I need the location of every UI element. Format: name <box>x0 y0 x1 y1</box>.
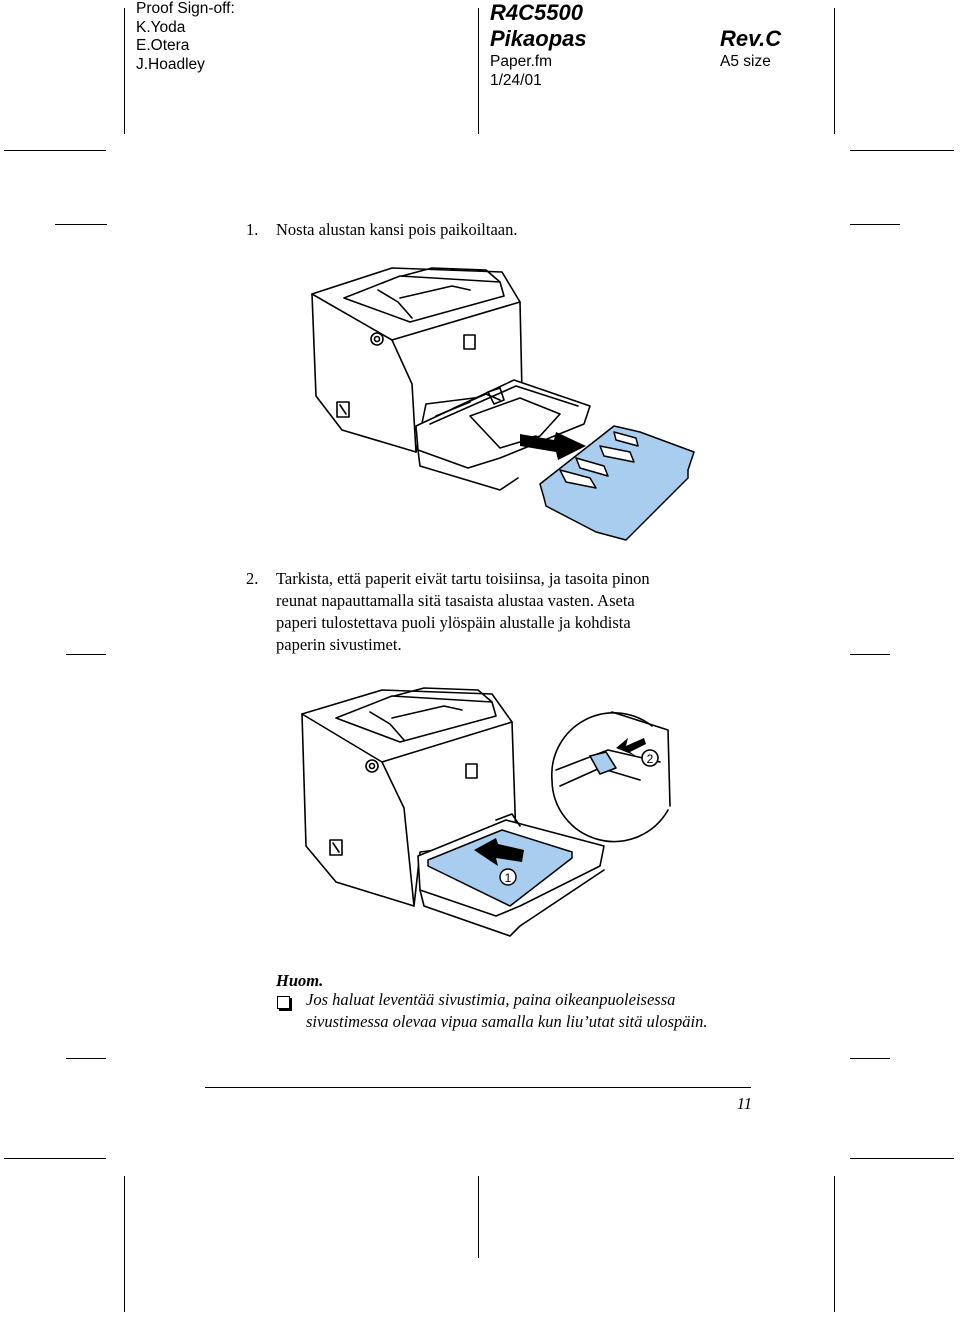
page-number: 11 <box>736 1094 752 1113</box>
crop-mark <box>850 224 900 225</box>
crop-mark <box>4 150 106 151</box>
page-size: A5 size <box>720 53 771 70</box>
proof-line: E.Otera <box>136 37 190 54</box>
step-text-line: reunat napauttamalla sitä tasaista alust… <box>276 591 635 610</box>
guide-name: Pikaopas <box>490 26 587 51</box>
model-name: R4C5500 <box>490 0 583 25</box>
crop-mark <box>834 1176 835 1312</box>
header-revision-block: Rev.C A5 size <box>720 0 781 71</box>
step-text-line: Tarkista, että paperit eivät tartu toisi… <box>276 569 650 588</box>
crop-mark <box>478 1176 479 1258</box>
crop-mark <box>124 1176 125 1312</box>
step-text-line: paperi tulostettava puoli ylöspäin alust… <box>276 613 631 632</box>
crop-mark <box>66 1058 106 1059</box>
callout-1-icon <box>499 868 517 886</box>
step-text-line: paperin sivustimet. <box>276 635 402 654</box>
step-text: Tarkista, että paperit eivät tartu toisi… <box>276 568 746 656</box>
proof-line: Proof Sign-off: <box>136 0 235 17</box>
step-number: 2. <box>246 569 259 588</box>
header-title-block: R4C5500 Pikaopas Paper.fm 1/24/01 <box>490 0 587 90</box>
crop-mark <box>850 1058 890 1059</box>
crop-mark <box>124 8 125 134</box>
crop-mark <box>850 654 890 655</box>
file-name: Paper.fm <box>490 53 553 70</box>
note-line: sivustimessa olevaa vipua samalla kun li… <box>306 1012 708 1031</box>
revision: Rev.C <box>720 26 782 51</box>
crop-mark <box>478 8 479 134</box>
arrow-pull-icon <box>520 432 586 460</box>
checkbox-bullet-icon <box>277 996 290 1009</box>
proof-line: J.Hoadley <box>136 55 205 73</box>
crop-mark <box>850 1158 954 1159</box>
note-line: Jos haluat leventää sivustimia, paina oi… <box>306 990 676 1009</box>
arrow-slide-icon <box>616 738 646 756</box>
crop-mark <box>66 654 106 655</box>
footer-rule <box>205 1087 751 1088</box>
step-text: Nosta alustan kansi pois paikoiltaan. <box>276 220 518 239</box>
crop-mark <box>4 1158 106 1159</box>
arrow-insert-icon <box>474 838 524 866</box>
callout-1-label: 1 <box>505 871 512 885</box>
crop-mark <box>55 224 107 225</box>
step-number: 1. <box>246 220 259 239</box>
proof-line: K.Yoda <box>136 18 186 36</box>
doc-date: 1/24/01 <box>490 72 542 89</box>
crop-mark <box>834 8 835 134</box>
callout-2-label: 2 <box>647 752 654 766</box>
note-text: Jos haluat leventää sivustimia, paina oi… <box>306 989 766 1033</box>
proof-signoff-block: Proof Sign-off: K.Yoda E.Otera J.Hoadley <box>136 0 235 74</box>
note-title: Huom. <box>276 971 324 990</box>
crop-mark <box>850 150 954 151</box>
